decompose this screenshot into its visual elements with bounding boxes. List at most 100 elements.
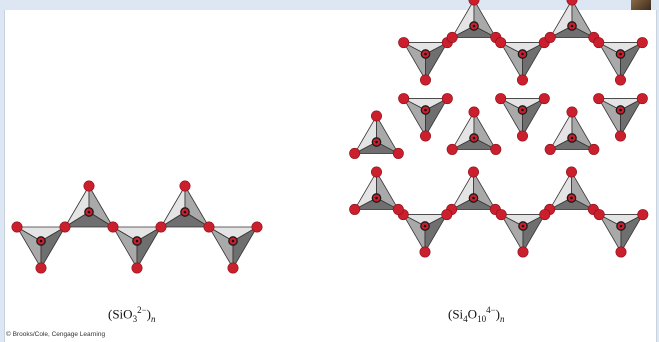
silicon-dot <box>424 52 427 56</box>
tetrahedron-face <box>208 226 258 242</box>
oxygen-atom <box>446 143 458 155</box>
corner-thumbnail <box>631 0 651 10</box>
silicon-dot <box>570 196 573 200</box>
oxygen-atom <box>614 74 626 86</box>
oxygen-atom <box>468 0 480 6</box>
oxygen-atom <box>11 221 23 233</box>
tetrahedron-face <box>402 214 448 227</box>
oxygen-atom <box>398 37 410 49</box>
oxygen-atom <box>392 203 404 215</box>
tetrahedron-face <box>403 42 448 55</box>
oxygen-atom <box>566 106 578 118</box>
tetrahedron-face <box>354 141 399 154</box>
tetrahedron-face <box>598 42 643 55</box>
silicon-dot <box>135 239 139 243</box>
oxygen-atom <box>155 221 167 233</box>
silicon-dot <box>619 52 622 56</box>
tetrahedron-face <box>500 42 545 55</box>
silicon-dot <box>521 52 524 56</box>
copyright-credit: © Brooks/Cole, Cengage Learning <box>6 331 106 338</box>
oxygen-atom <box>83 180 95 192</box>
tetrahedron-face <box>160 211 210 228</box>
oxygen-atom <box>516 130 528 142</box>
oxygen-atom <box>227 262 239 274</box>
oxygen-atom <box>398 93 410 105</box>
oxygen-atom <box>371 110 383 122</box>
oxygen-atom <box>588 143 600 155</box>
oxygen-atom <box>441 93 453 105</box>
silicon-dot <box>87 210 91 214</box>
oxygen-atom <box>420 74 432 86</box>
tetrahedron-face <box>16 226 66 242</box>
oxygen-atom <box>544 143 556 155</box>
oxygen-atom <box>636 93 648 105</box>
oxygen-atom <box>107 221 119 233</box>
oxygen-atom <box>179 180 191 192</box>
oxygen-atom <box>566 0 578 6</box>
silicon-dot <box>472 196 475 200</box>
oxygen-atom <box>615 246 627 258</box>
silicon-dot <box>231 239 235 243</box>
silicon-dot <box>521 108 524 112</box>
tetrahedron-face <box>500 98 545 111</box>
silicon-dot <box>472 24 476 28</box>
tetrahedron-face <box>549 25 595 38</box>
oxygen-atom <box>349 203 361 215</box>
oxygen-atom <box>495 209 507 221</box>
tetrahedron-face <box>451 137 497 150</box>
tetrahedron-face <box>549 137 595 150</box>
oxygen-atom <box>468 106 480 118</box>
oxygen-atom <box>614 130 626 142</box>
oxygen-atom <box>203 221 215 233</box>
silicon-dot <box>423 224 427 228</box>
tetrahedron-face <box>500 214 546 227</box>
oxygen-atom <box>495 93 507 105</box>
oxygen-atom <box>593 37 605 49</box>
tetrahedron-face <box>598 98 643 111</box>
diagram-canvas <box>4 10 657 342</box>
oxygen-atom <box>565 166 577 178</box>
oxygen-atom <box>544 31 556 43</box>
silicon-dot <box>183 210 187 214</box>
silicon-dot <box>39 239 43 243</box>
oxygen-atom <box>593 209 605 221</box>
silicon-dot <box>570 24 574 28</box>
tetrahedron-face <box>451 197 496 210</box>
oxygen-atom <box>420 130 432 142</box>
tetrahedron-face <box>64 211 114 228</box>
oxygen-atom <box>392 147 404 159</box>
oxygen-atom <box>467 166 479 178</box>
oxygen-atom <box>538 93 550 105</box>
tetrahedron-face <box>598 214 644 227</box>
oxygen-atom <box>517 246 529 258</box>
oxygen-atom <box>441 209 453 221</box>
oxygen-atom <box>495 37 507 49</box>
tetrahedron-face <box>403 98 448 111</box>
silicon-dot <box>424 108 427 112</box>
silicon-dot <box>375 196 378 200</box>
oxygen-atom <box>636 37 648 49</box>
oxygen-atom <box>490 143 502 155</box>
silicon-dot <box>570 136 574 140</box>
silicon-dot <box>521 224 525 228</box>
oxygen-atom <box>419 246 431 258</box>
oxygen-atom <box>35 262 47 274</box>
oxygen-atom <box>516 74 528 86</box>
oxygen-atom <box>59 221 71 233</box>
oxygen-atom <box>637 209 649 221</box>
silicon-dot <box>375 140 378 144</box>
silicon-dot <box>619 224 623 228</box>
tetrahedron-face <box>354 197 399 210</box>
oxygen-atom <box>446 31 458 43</box>
tetrahedron-face <box>451 25 497 38</box>
tetrahedron-face <box>549 197 594 210</box>
oxygen-atom <box>131 262 143 274</box>
sheet-silicate-caption: (Si4O104−)n <box>448 305 505 324</box>
oxygen-atom <box>371 166 383 178</box>
silicon-dot <box>619 108 622 112</box>
chain-silicate-caption: (SiO32−)n <box>108 305 156 324</box>
tetrahedron-face <box>112 226 162 242</box>
silicon-dot <box>472 136 476 140</box>
